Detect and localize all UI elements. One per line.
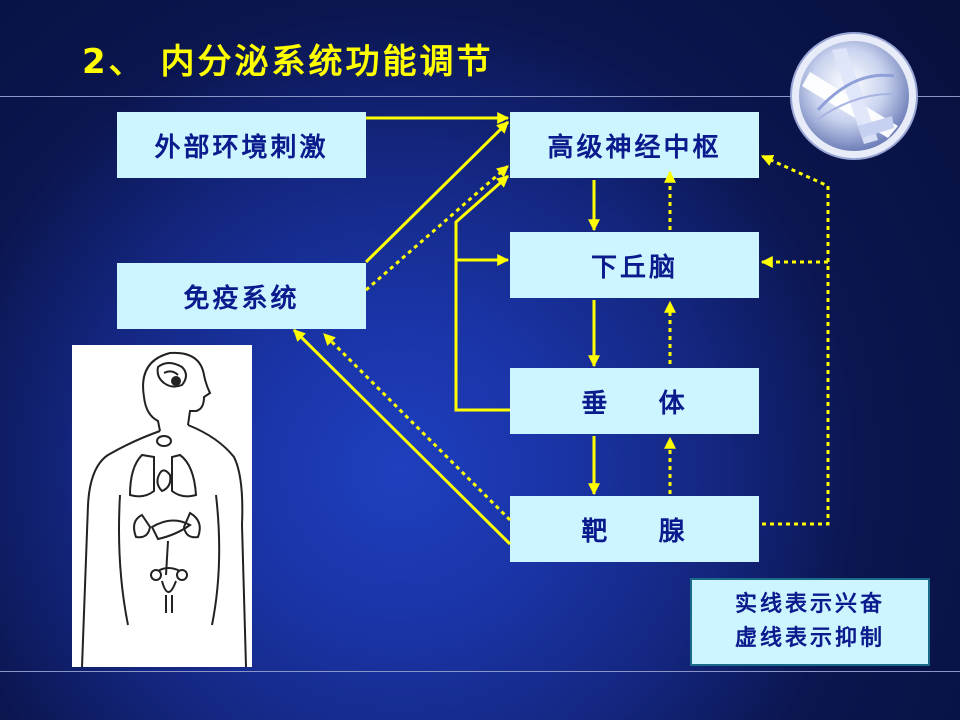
external-stimulus-box: 外部环境刺激	[117, 112, 366, 178]
legend-box: 实线表示兴奋 虚线表示抑制	[690, 578, 930, 666]
arrow-immune-to-center	[364, 120, 510, 264]
slide-title: 2、 内分泌系统功能调节	[82, 42, 494, 82]
legend-solid-label: 实线表示兴奋	[734, 592, 885, 617]
top-divider	[0, 96, 960, 97]
globe-logo-icon	[790, 32, 918, 160]
dashed-target-to-immune	[322, 332, 512, 522]
pituitary-box: 垂 体	[510, 368, 759, 434]
hypothalamus-box: 下丘脑	[510, 232, 759, 298]
dashed-right-feedback-loop	[760, 154, 830, 526]
human-body-endocrine-icon	[72, 345, 252, 668]
bottom-divider	[0, 671, 960, 672]
legend-dashed-label: 虚线表示抑制	[734, 626, 885, 651]
higher-nerve-center-box: 高级神经中枢	[510, 112, 759, 178]
dashed-immune-to-center	[365, 164, 509, 292]
arrow-target-to-immune	[292, 328, 512, 546]
immune-system-box: 免疫系统	[117, 263, 366, 329]
line-pituitary-feedback	[454, 174, 510, 412]
target-gland-box: 靶 腺	[510, 496, 759, 562]
